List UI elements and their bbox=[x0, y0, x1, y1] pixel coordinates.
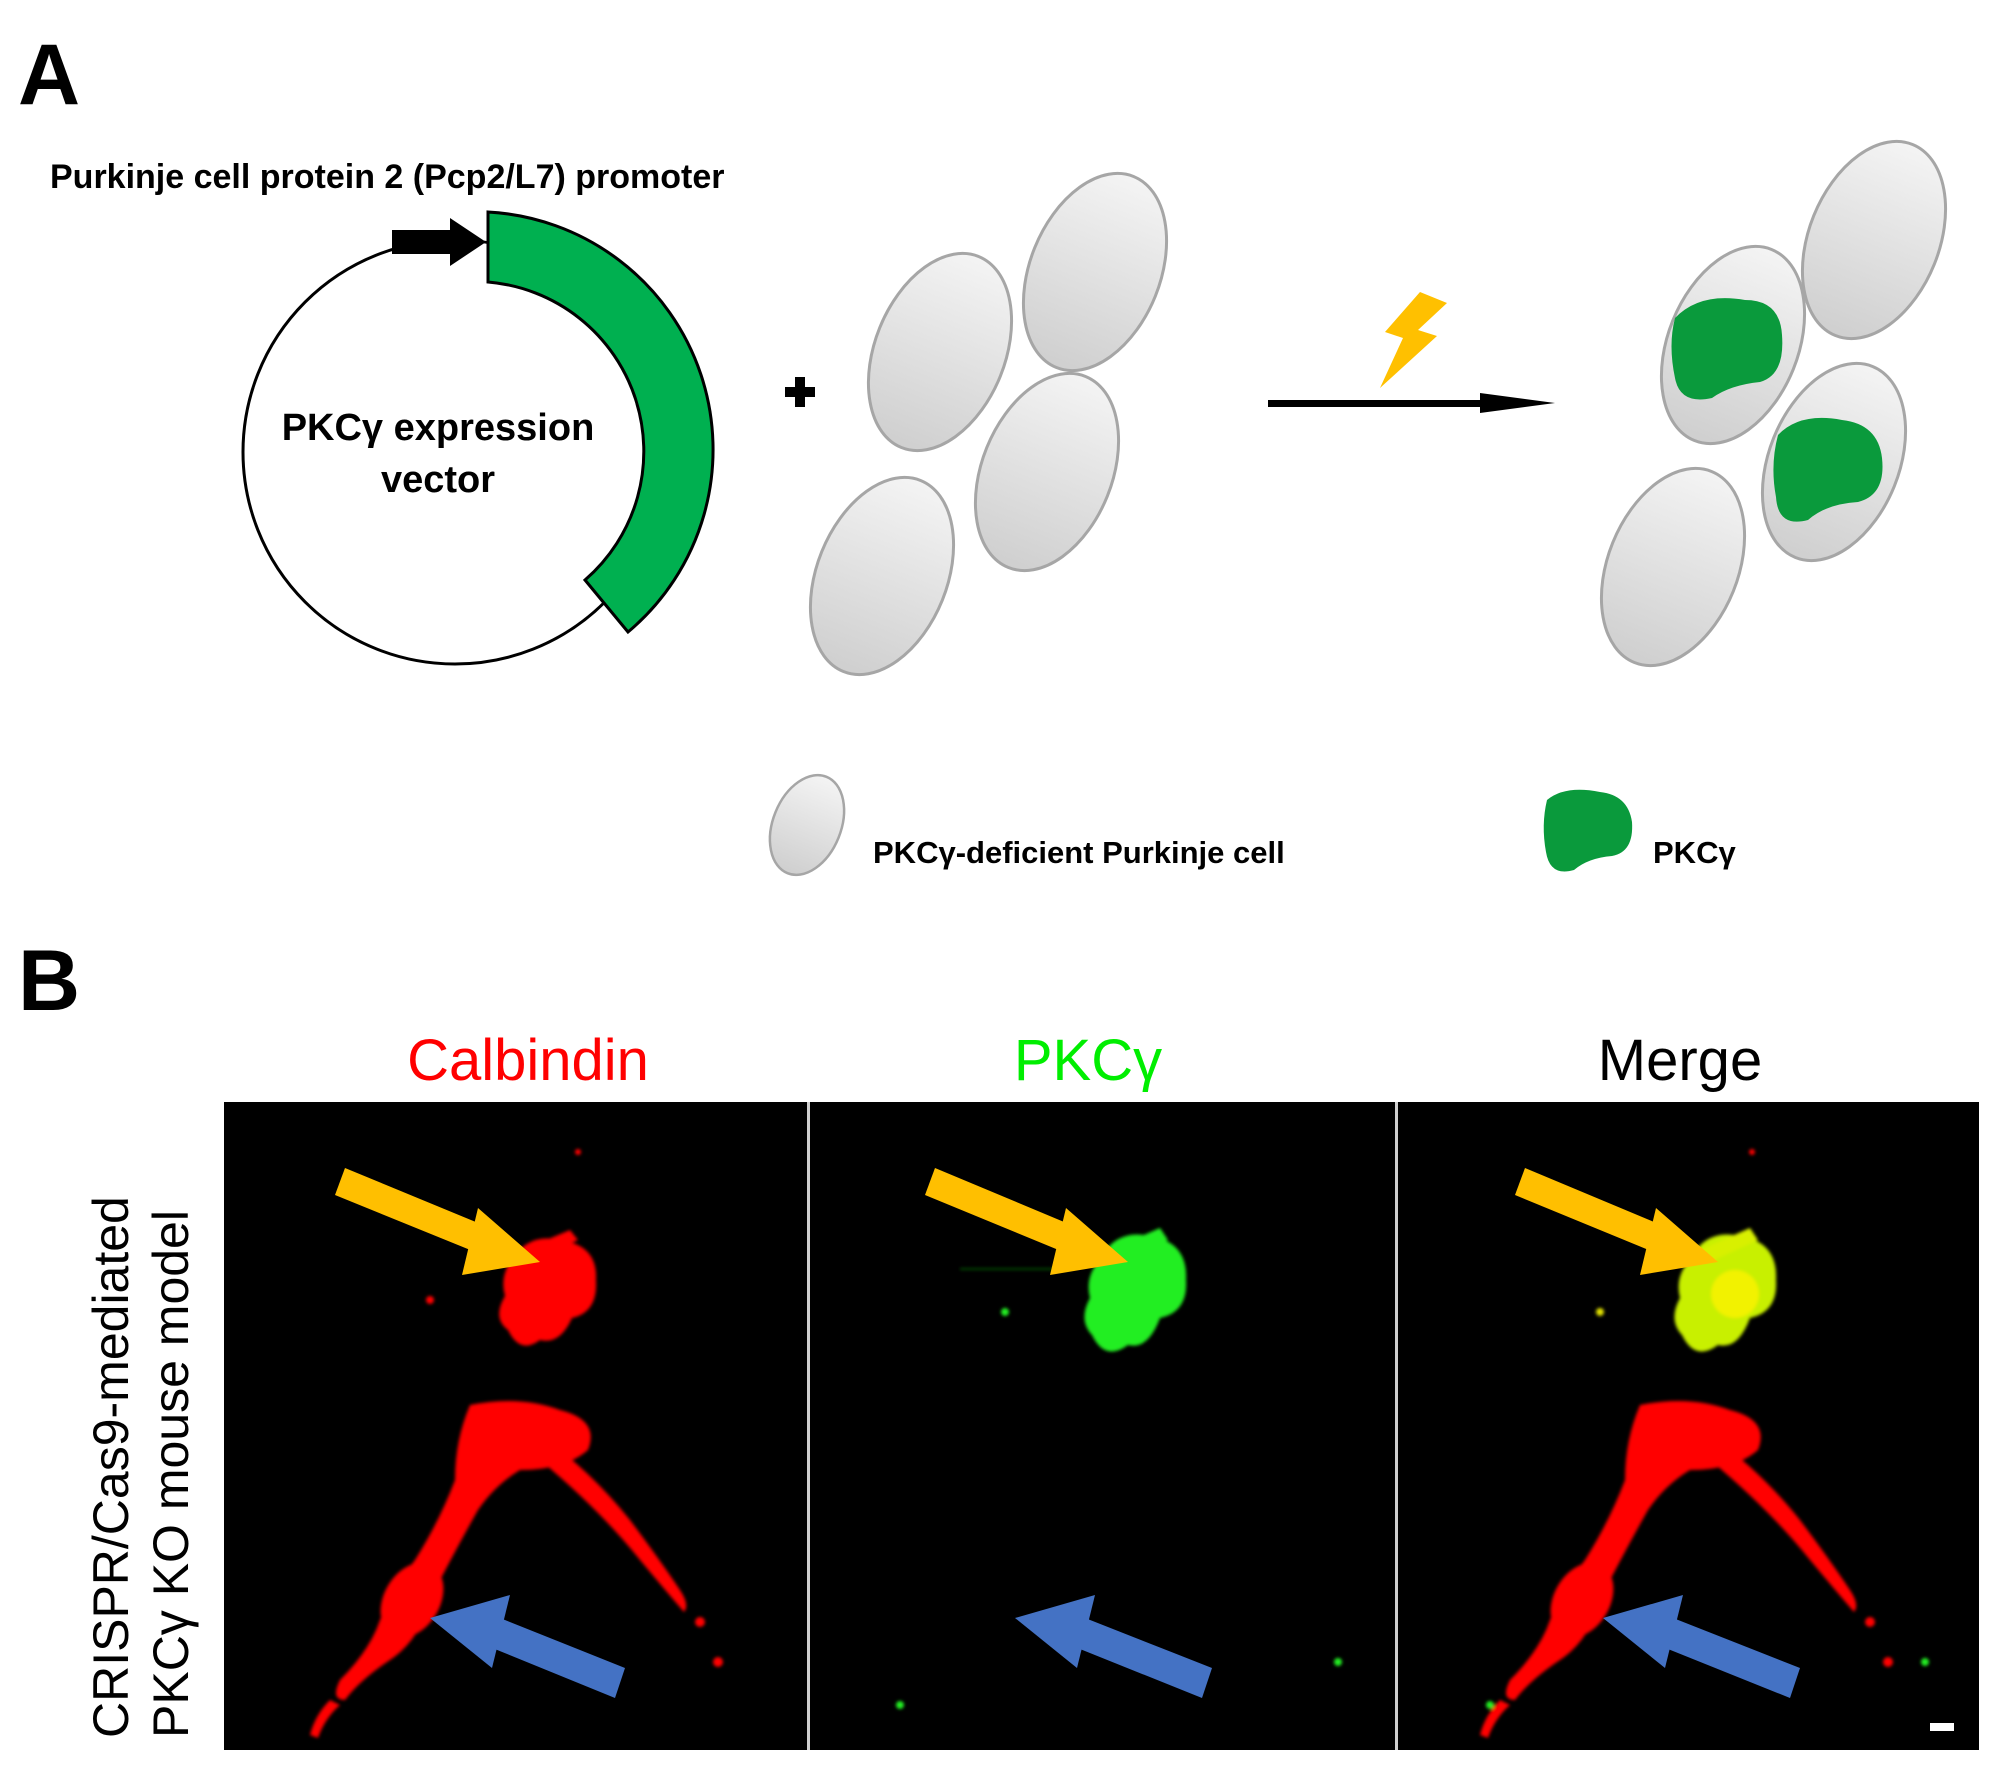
channel-title-calbindin: Calbindin bbox=[407, 1028, 649, 1093]
vector-label-line1: PKCγ expression bbox=[282, 407, 595, 449]
promoter-arrow bbox=[392, 218, 486, 266]
legend-pkcg-label: PKCγ bbox=[1653, 835, 1736, 870]
plus-icon bbox=[785, 377, 815, 407]
pkcg-insert-arc bbox=[486, 210, 715, 635]
purkinje-cell bbox=[1599, 466, 1747, 668]
side-label-line1: CRISPR/Cas9-mediated bbox=[83, 1196, 139, 1738]
legend-cell-icon bbox=[768, 773, 846, 877]
panel-divider bbox=[1395, 1102, 1398, 1750]
scale-bar bbox=[1930, 1723, 1954, 1731]
channel-title-pkcg: PKCγ bbox=[1014, 1028, 1162, 1093]
arrow-transfected-merge bbox=[1515, 1168, 1718, 1275]
micrograph-merge bbox=[1480, 1149, 1954, 1738]
channel-title-merge: Merge bbox=[1598, 1028, 1762, 1093]
purkinje-cell bbox=[1021, 171, 1169, 373]
pkcg-blob bbox=[1773, 417, 1883, 522]
micrograph-pkcg bbox=[896, 1168, 1342, 1709]
arrow-transfected-pkcg bbox=[925, 1168, 1128, 1275]
purkinje-cell bbox=[866, 251, 1014, 453]
pkcg-blob bbox=[1671, 298, 1783, 400]
panel-divider bbox=[807, 1102, 810, 1750]
electroporation-arrow bbox=[1268, 393, 1555, 413]
promoter-label: Purkinje cell protein 2 (Pcp2/L7) promot… bbox=[50, 158, 725, 196]
legend-pkcg-icon bbox=[1543, 789, 1633, 872]
vector-label-line2: vector bbox=[381, 459, 495, 501]
arrow-untransfected-pkcg bbox=[1015, 1595, 1212, 1698]
micrograph-calbindin bbox=[310, 1149, 723, 1738]
side-label-line2: PKCγ KO mouse model bbox=[143, 1210, 199, 1738]
arrow-untransfected-merge bbox=[1603, 1595, 1800, 1698]
legend-cell-label: PKCγ-deficient Purkinje cell bbox=[873, 835, 1285, 870]
lightning-bolt-icon bbox=[1380, 292, 1447, 388]
pkcg-protein-inside-cells bbox=[1671, 298, 1883, 522]
arrow-transfected-calbindin bbox=[335, 1168, 540, 1275]
purkinje-cell bbox=[808, 475, 956, 677]
cell-group-before bbox=[808, 171, 1169, 677]
panel-a-letter: A bbox=[18, 27, 80, 123]
cell-group-after bbox=[1599, 139, 1948, 668]
purkinje-cell bbox=[973, 371, 1121, 573]
arrow-untransfected-calbindin bbox=[430, 1595, 625, 1698]
panel-b-letter: B bbox=[18, 933, 80, 1029]
purkinje-cell bbox=[1800, 139, 1948, 341]
